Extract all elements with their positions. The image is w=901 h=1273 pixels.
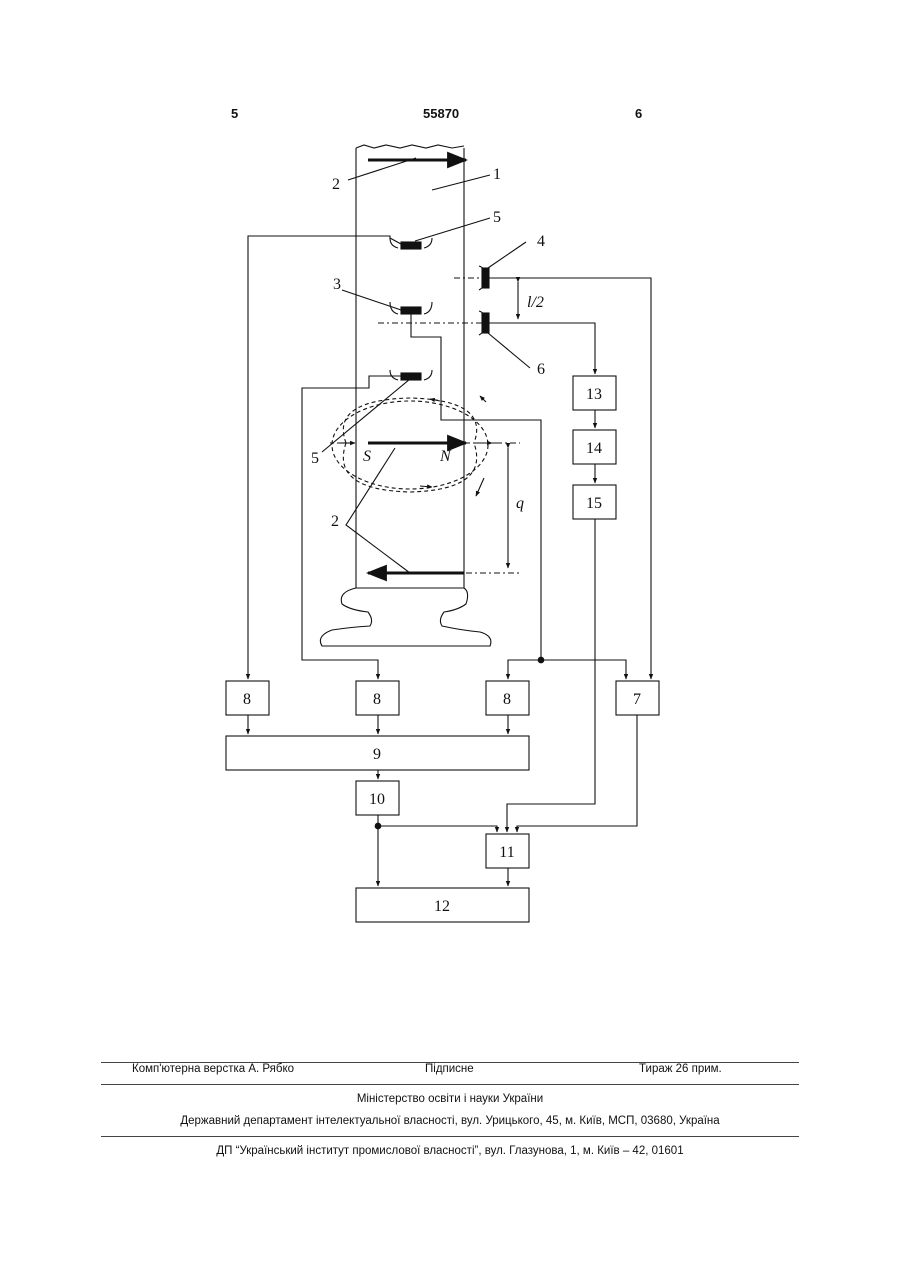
label-pole-s: S (363, 448, 371, 465)
wiring (248, 236, 651, 886)
block-15-label: 15 (586, 495, 602, 512)
block-8-middle-label: 8 (373, 691, 381, 708)
label-ref-1: 1 (493, 166, 501, 183)
footer-ministry: Міністерство освіти і науки України (101, 1093, 799, 1105)
footer-circulation: Тираж 26 прим. (639, 1063, 722, 1075)
dimension-l2 (378, 278, 518, 323)
field-arrow-lower-right (476, 478, 484, 496)
footer-rule-3 (101, 1136, 799, 1137)
label-ref-2-top: 2 (332, 176, 340, 193)
label-ref-2-bottom: 2 (331, 513, 339, 530)
footer-signed: Підписне (425, 1063, 474, 1075)
footer-layout-credit: Комп'ютерна верстка А. Рябко (132, 1063, 294, 1075)
block-9-label: 9 (373, 746, 381, 763)
sensor-5-top (390, 238, 432, 249)
rail-body (356, 145, 464, 588)
block-11-label: 11 (499, 844, 514, 861)
block-8-left-label: 8 (243, 691, 251, 708)
label-ref-6: 6 (537, 361, 545, 378)
label-ref-4: 4 (537, 233, 545, 250)
dimension-q (466, 443, 520, 573)
junction-dot-bottom (375, 823, 381, 829)
footer-institute: ДП “Український інститут промислової вла… (101, 1145, 799, 1157)
field-arrow-bottom (420, 486, 432, 487)
block-12-label: 12 (434, 898, 450, 915)
label-pole-n: N (439, 448, 452, 465)
label-ref-5-left: 5 (311, 450, 319, 467)
sensor-5-lower (390, 370, 432, 380)
label-ref-3: 3 (333, 276, 341, 293)
field-arrow-upper-right (480, 396, 486, 402)
sensor-4 (479, 266, 489, 290)
magnetic-field-lines (330, 398, 496, 492)
block-8-right-label: 8 (503, 691, 511, 708)
block-7-label: 7 (633, 691, 641, 708)
footer-rule-2 (101, 1084, 799, 1085)
block-10-label: 10 (369, 791, 385, 808)
block-14-label: 14 (586, 440, 602, 457)
block-13-label: 13 (586, 386, 602, 403)
label-dimension-l2: l/2 (527, 294, 544, 311)
label-ref-5-top: 5 (493, 209, 501, 226)
footer-department: Державний департамент інтелектуальної вл… (101, 1115, 799, 1127)
label-dimension-q: q (516, 495, 524, 512)
rail-profile (320, 588, 491, 646)
junction-dot-top (538, 657, 544, 663)
